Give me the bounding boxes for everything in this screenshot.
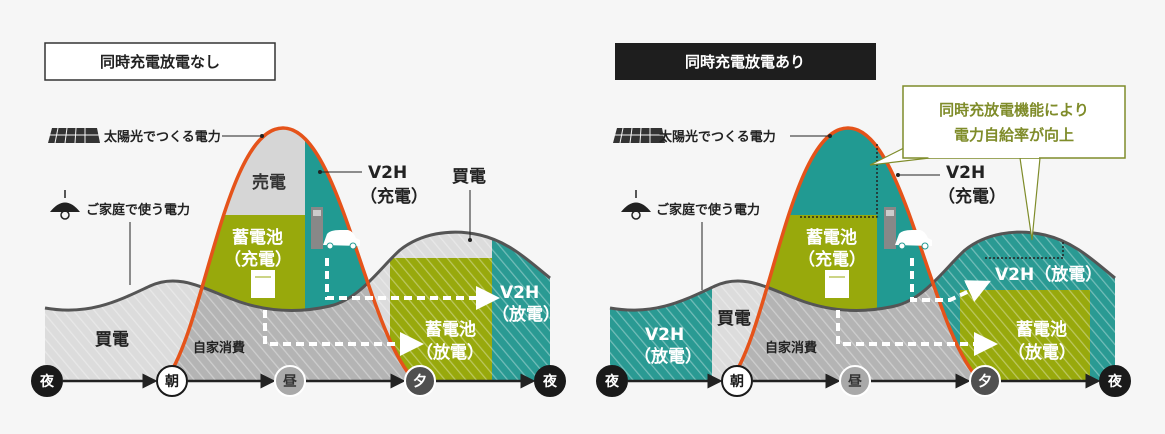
battery-discharge-label-1: 蓄電池 xyxy=(1016,319,1067,340)
time-node-label: 夜 xyxy=(1107,373,1123,390)
sell-label: 売電 xyxy=(252,172,286,193)
right-title: 同時充電放電あり xyxy=(685,53,805,71)
self-use-label: 自家消費 xyxy=(765,340,817,356)
solar-curve xyxy=(163,126,417,383)
v2h-flow-arrow xyxy=(325,258,500,310)
timelines: 夜朝昼夕夜夜朝昼夕夜 xyxy=(31,365,1131,397)
solar-label: 太陽光でつくる電力 xyxy=(103,129,221,145)
home-label: ご家庭で使う電力 xyxy=(86,202,190,218)
time-node xyxy=(404,365,436,397)
left-panel: 同時充電放電なし 太陽光でつくる電力 xyxy=(44,42,560,383)
battery-charge-label-1: 蓄電池 xyxy=(806,227,857,248)
solar-label: 太陽光でつくる電力 xyxy=(658,129,776,145)
time-node xyxy=(534,365,566,397)
self-use-label: 自家消費 xyxy=(193,340,245,356)
v2h-discharge-left-label-1: V2H xyxy=(645,325,684,345)
battery-flow-arrow xyxy=(836,310,998,356)
time-node-label: 昼 xyxy=(848,374,862,390)
dotted-divider xyxy=(800,142,878,218)
time-node-label: 夜 xyxy=(542,373,558,390)
time-node xyxy=(31,365,63,397)
callout-line-1: 同時充放電機能により xyxy=(939,101,1089,119)
household-curve xyxy=(609,230,1116,312)
battery-icon xyxy=(825,270,849,298)
battery-charge-label-2: （充電） xyxy=(224,249,292,270)
buy-left-label: 買電 xyxy=(95,330,129,350)
time-node xyxy=(721,365,753,397)
time-node-label: 夕 xyxy=(413,373,427,390)
v2h-discharge-left-label-2: （放電） xyxy=(634,346,702,367)
v2h-charge-label-2: （充電） xyxy=(938,186,1006,207)
right-panel: 同時充電放電あり 太陽光でつくる電力 xyxy=(609,43,1126,383)
v2h-charge-label-1: V2H xyxy=(368,163,407,183)
lamp-icon xyxy=(50,190,80,220)
time-node xyxy=(969,365,1001,397)
battery-charge-label-1: 蓄電池 xyxy=(232,227,283,248)
time-node-label: 夕 xyxy=(978,373,992,390)
battery-discharge-label-2: （放電） xyxy=(416,342,484,363)
buy-label: 買電 xyxy=(717,309,751,329)
time-node xyxy=(839,365,871,397)
time-node xyxy=(1099,365,1131,397)
household-curve xyxy=(44,230,551,312)
charger-icon xyxy=(311,207,323,249)
time-node-label: 夜 xyxy=(39,373,55,390)
battery-flow-arrow xyxy=(263,310,424,356)
v2h-discharge-label-1: V2H xyxy=(500,283,539,303)
home-label: ご家庭で使う電力 xyxy=(656,202,760,218)
lamp-icon xyxy=(621,190,651,220)
solar-panel-icon xyxy=(613,127,665,144)
time-node xyxy=(596,365,628,397)
buy-right-label: 買電 xyxy=(452,167,486,187)
ev-car-icon xyxy=(323,230,360,250)
time-node-label: 夜 xyxy=(604,373,620,390)
battery-discharge-label-2: （放電） xyxy=(1008,342,1076,363)
time-node-label: 昼 xyxy=(283,374,297,390)
charger-icon xyxy=(884,207,896,249)
v2h-discharge-label-2: （放電） xyxy=(492,304,560,325)
ev-car-icon xyxy=(895,230,932,250)
right-timeline: 夜朝昼夕夜 xyxy=(596,365,1131,397)
battery-charge-label-2: （充電） xyxy=(798,249,866,270)
battery-icon xyxy=(251,270,275,298)
left-title: 同時充電放電なし xyxy=(100,53,220,71)
time-node xyxy=(274,365,306,397)
solar-panel-icon xyxy=(48,127,100,144)
left-timeline: 夜朝昼夕夜 xyxy=(31,365,566,397)
v2h-discharge-right-label: V2H（放電） xyxy=(995,264,1102,285)
right-title-box xyxy=(615,43,876,80)
v2h-charge-label-2: （充電） xyxy=(360,186,428,207)
v2h-charge-label-1: V2H xyxy=(946,163,985,183)
battery-discharge-label-1: 蓄電池 xyxy=(425,319,476,340)
v2h-flow-arrow xyxy=(910,258,991,302)
dotted-divider xyxy=(985,240,1064,259)
left-title-box xyxy=(44,42,276,81)
time-node-label: 朝 xyxy=(165,373,179,390)
callout-line-2: 電力自給率が向上 xyxy=(954,126,1074,144)
time-node xyxy=(156,365,188,397)
time-node-label: 朝 xyxy=(730,373,744,390)
callout: 同時充放電機能により 電力自給率が向上 xyxy=(869,85,1126,241)
